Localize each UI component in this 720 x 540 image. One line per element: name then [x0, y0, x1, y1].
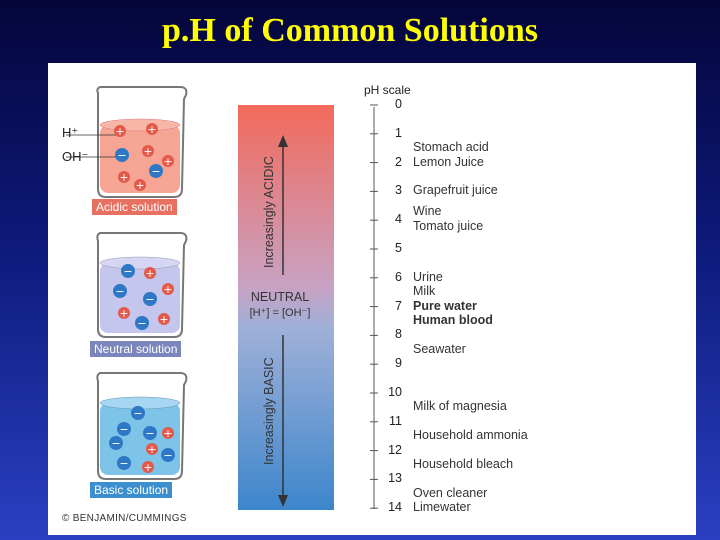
- svg-text:+: +: [147, 443, 156, 456]
- slide-title: p.H of Common Solutions: [162, 12, 538, 49]
- svg-text:+: +: [119, 171, 128, 184]
- substance-urine: Urine: [413, 269, 443, 284]
- svg-text:+: +: [143, 461, 152, 474]
- beaker-basic: − − − + − + − − +: [96, 372, 188, 480]
- increasingly-acidic-label: Increasingly ACIDIC: [262, 156, 276, 268]
- svg-text:+: +: [115, 125, 124, 138]
- svg-text:−: −: [145, 427, 154, 440]
- scale-number-1: 1: [395, 125, 402, 140]
- scale-number-13: 13: [388, 471, 402, 486]
- oh-ion-label: OH⁻: [62, 149, 89, 164]
- svg-text:+: +: [163, 283, 172, 296]
- svg-text:−: −: [151, 165, 160, 178]
- increasingly-basic-label: Increasingly BASIC: [262, 357, 276, 465]
- substance-stomach-acid: Stomach acid: [413, 140, 489, 155]
- scale-number-7: 7: [395, 298, 402, 313]
- scale-number-10: 10: [388, 385, 402, 399]
- svg-text:−: −: [111, 437, 120, 450]
- scale-number-6: 6: [395, 269, 402, 284]
- neutral-equation: [H⁺] = [OH⁻]: [249, 307, 311, 319]
- scale-number-14: 14: [388, 500, 402, 515]
- diagram-graphics: + + − + + − + + − + − − + + −: [66, 86, 378, 510]
- label-neutral-solution: Neutral solution: [90, 341, 182, 357]
- svg-text:+: +: [163, 155, 172, 168]
- diagram-panel: + + − + + − + + − + − − + + −: [48, 63, 696, 535]
- substance-lemon-juice: Lemon Juice: [413, 154, 484, 169]
- substance-seawater: Seawater: [413, 341, 466, 356]
- substance-oven-cleaner: Oven cleaner: [413, 485, 488, 500]
- svg-text:+: +: [119, 307, 128, 320]
- scale-number-3: 3: [395, 183, 402, 198]
- label-acidic-solution: Acidic solution: [92, 199, 177, 215]
- substance-household-ammonia: Household ammonia: [413, 428, 528, 443]
- scale-number-11: 11: [389, 413, 402, 428]
- svg-text:+: +: [163, 427, 172, 440]
- scale-number-2: 2: [395, 154, 402, 169]
- beaker-acidic: + + − + + − + +: [66, 86, 188, 198]
- svg-text:+: +: [135, 179, 144, 192]
- svg-text:+: +: [145, 267, 154, 280]
- scale-number-4: 4: [395, 212, 402, 227]
- ions-basic: − − − + − + − − +: [109, 406, 175, 474]
- basic-arrow: [278, 335, 288, 507]
- substance-tomato-juice: Tomato juice: [413, 219, 484, 234]
- scale-number-5: 5: [395, 241, 402, 255]
- scale-number-8: 8: [395, 327, 402, 342]
- scale-number-0: 0: [395, 97, 402, 111]
- svg-text:−: −: [123, 265, 132, 278]
- substance-milk: Milk: [413, 284, 436, 299]
- scale-number-12: 12: [388, 442, 402, 457]
- svg-text:−: −: [133, 407, 142, 420]
- svg-text:−: −: [115, 285, 124, 298]
- neutral-label: NEUTRAL: [250, 290, 310, 304]
- acidic-arrow: [278, 135, 288, 275]
- substance-milk-of-magnesia: Milk of magnesia: [413, 399, 507, 414]
- svg-text:−: −: [119, 457, 128, 470]
- svg-text:+: +: [143, 145, 152, 158]
- svg-text:−: −: [119, 423, 128, 436]
- substance-pure-water: Pure water: [413, 298, 477, 313]
- ions-neutral: − + − − + + − +: [113, 264, 174, 330]
- svg-text:−: −: [145, 293, 154, 306]
- svg-text:−: −: [137, 317, 146, 330]
- h-ion-label: H⁺: [62, 125, 79, 140]
- scale-number-9: 9: [395, 356, 402, 371]
- svg-text:−: −: [117, 149, 126, 162]
- ph-gradient-bar: [238, 105, 334, 510]
- ph-scale-title: pH scale: [364, 83, 411, 97]
- substance-human-blood: Human blood: [413, 313, 493, 327]
- substance-household-bleach: Household bleach: [413, 457, 514, 471]
- ions-acidic: + + − + + − + +: [114, 123, 174, 192]
- copyright: © BENJAMIN/CUMMINGS: [62, 513, 187, 524]
- svg-text:−: −: [163, 449, 172, 462]
- svg-text:+: +: [147, 123, 156, 136]
- svg-text:+: +: [159, 313, 168, 326]
- substance-wine: Wine: [413, 203, 442, 218]
- beaker-neutral: − + − − + + − +: [96, 232, 188, 338]
- substance-grapefruit-juice: Grapefruit juice: [413, 183, 498, 198]
- scale-ticks: [370, 104, 378, 509]
- label-basic-solution: Basic solution: [90, 482, 173, 498]
- substance-limewater: Limewater: [413, 500, 471, 515]
